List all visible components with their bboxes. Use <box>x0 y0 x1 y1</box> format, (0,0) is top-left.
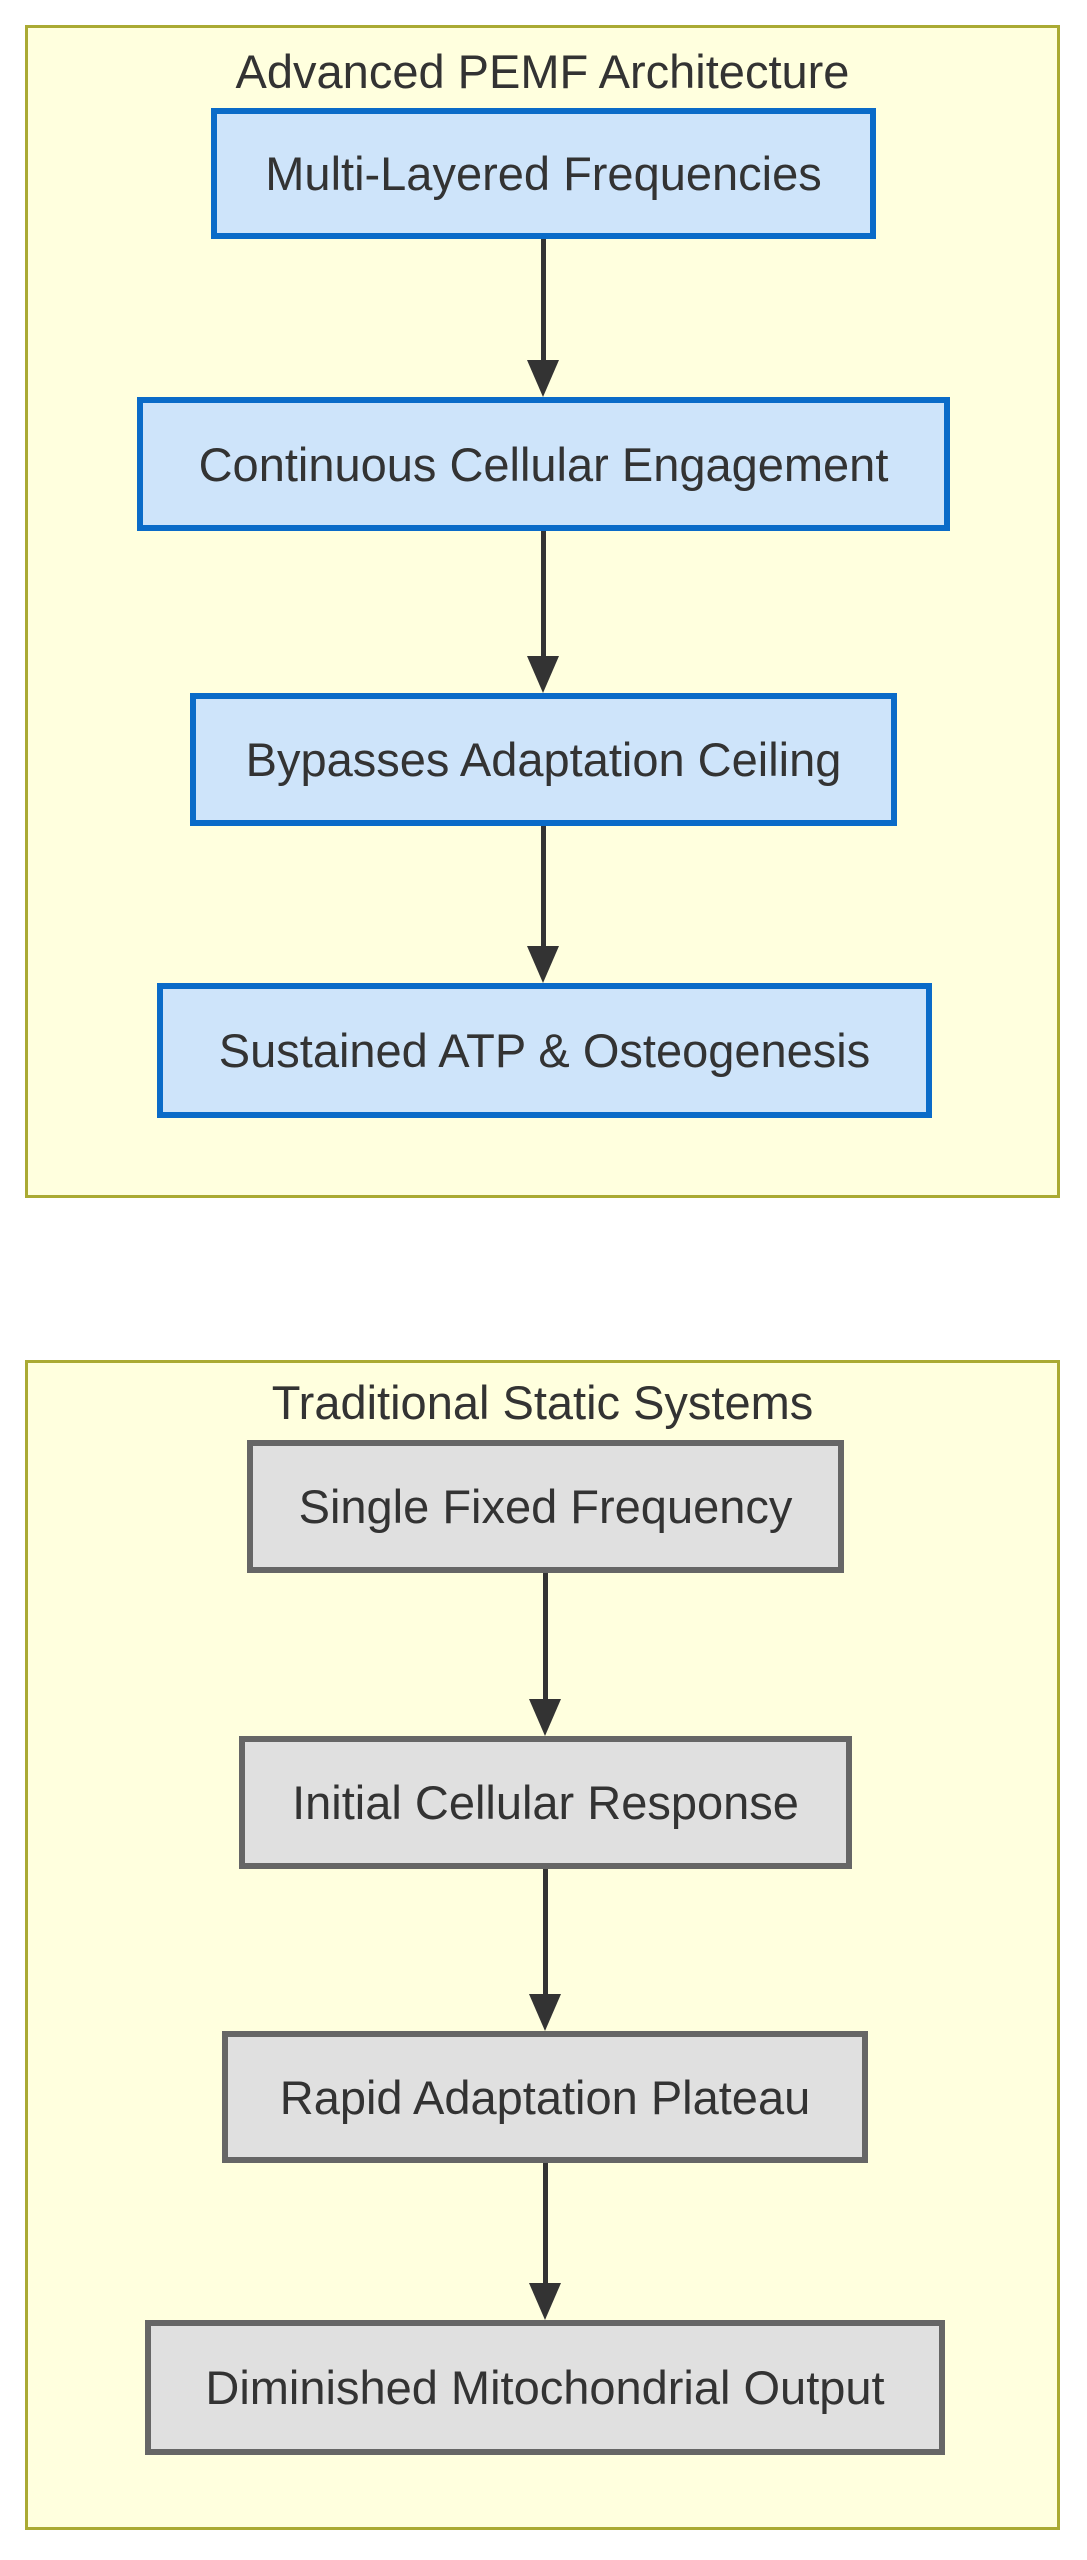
arrow-head-icon <box>527 946 559 983</box>
node-multi-layered-frequencies: Multi-Layered Frequencies <box>211 108 876 239</box>
flow-arrow <box>527 1869 563 2031</box>
node-initial-cellular-response: Initial Cellular Response <box>239 1736 852 1869</box>
flow-arrow <box>525 826 561 983</box>
arrow-shaft <box>540 531 546 656</box>
node-label: Single Fixed Frequency <box>298 1480 793 1533</box>
node-label: Multi-Layered Frequencies <box>265 147 822 200</box>
node-label: Continuous Cellular Engagement <box>198 437 889 491</box>
arrow-shaft <box>542 2163 548 2283</box>
flow-arrow <box>525 531 561 693</box>
arrow-shaft <box>540 239 546 360</box>
node-bypasses-adaptation-ceiling: Bypasses Adaptation Ceiling <box>190 693 897 826</box>
node-continuous-cellular-engagement: Continuous Cellular Engagement <box>137 397 950 531</box>
arrow-shaft <box>542 1869 548 1994</box>
subgraph-title: Traditional Static Systems <box>271 1376 814 1429</box>
arrow-head-icon <box>527 656 559 693</box>
node-label: Rapid Adaptation Plateau <box>279 2070 811 2124</box>
subgraph-traditional-static-systems: Traditional Static Systems Single Fixed … <box>25 1360 1060 2530</box>
node-single-fixed-frequency: Single Fixed Frequency <box>247 1440 844 1573</box>
node-diminished-mitochondrial-output: Diminished Mitochondrial Output <box>145 2320 945 2455</box>
flow-arrow <box>527 1573 563 1736</box>
arrow-head-icon <box>527 360 559 397</box>
subgraph-title: Advanced PEMF Architecture <box>235 45 850 98</box>
node-label: Initial Cellular Response <box>292 1776 799 1829</box>
node-label: Sustained ATP & Osteogenesis <box>218 1024 871 1077</box>
arrow-shaft <box>540 826 546 946</box>
node-label: Diminished Mitochondrial Output <box>205 2361 885 2414</box>
flow-arrow <box>527 2163 563 2320</box>
arrow-head-icon <box>529 1994 561 2031</box>
node-rapid-adaptation-plateau: Rapid Adaptation Plateau <box>222 2031 868 2163</box>
arrow-head-icon <box>529 1699 561 1736</box>
node-sustained-atp-osteogenesis: Sustained ATP & Osteogenesis <box>157 983 932 1118</box>
subgraph-advanced-pemf-architecture: Advanced PEMF Architecture Multi-Layered… <box>25 25 1060 1198</box>
flow-arrow <box>525 239 561 397</box>
arrow-shaft <box>542 1573 548 1699</box>
arrow-head-icon <box>529 2283 561 2320</box>
node-label: Bypasses Adaptation Ceiling <box>245 733 842 786</box>
